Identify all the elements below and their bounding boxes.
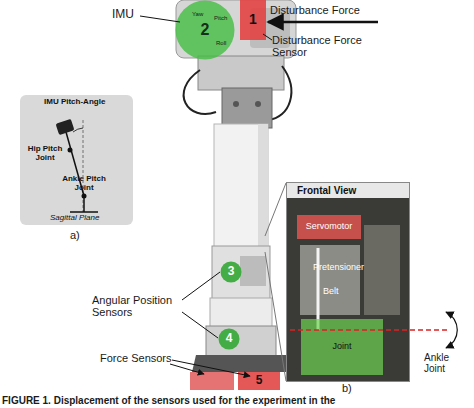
force-sensor-pad <box>190 372 234 390</box>
node-text: 4 <box>226 332 233 345</box>
cable <box>184 70 216 114</box>
node-text: 3 <box>228 265 235 278</box>
node-text: Joint <box>332 342 351 352</box>
joint-dot <box>68 148 73 153</box>
zoom-line <box>265 183 286 236</box>
annotation-label: IMU <box>112 8 134 21</box>
circle-shape <box>219 329 240 350</box>
thigh-link <box>214 124 268 248</box>
leader-arrow <box>172 360 250 376</box>
annotation-label: Ankle Joint <box>424 352 469 374</box>
screw <box>233 101 239 107</box>
screw <box>255 101 261 107</box>
photo-inset: Frontal ViewPretensionerBelt ServomotorJo… <box>286 182 410 382</box>
annotation-label: b) <box>342 382 352 394</box>
node-text: Servomotor <box>306 222 353 232</box>
vertical-reference <box>83 120 84 212</box>
photo-background <box>286 182 410 382</box>
node-text: Frontal View <box>297 185 356 196</box>
node-text: Ankle Pitch Joint <box>58 175 110 193</box>
node-text: Hip Pitch Joint <box>24 145 66 163</box>
callout-number: 1 <box>240 0 266 40</box>
leader-line <box>263 34 272 40</box>
leader-arrow <box>170 364 204 374</box>
highlight-box: Servomotor <box>297 215 361 239</box>
annotation-label: Disturbance Force <box>270 4 360 16</box>
photo-header-bar <box>286 182 410 198</box>
thigh-shade <box>258 124 268 248</box>
callout-number: 4 <box>218 328 240 350</box>
callout-number: 3 <box>220 261 242 283</box>
annotation-label: Roll <box>216 40 226 47</box>
angle-arc <box>73 128 83 132</box>
pelvis-block <box>198 56 284 90</box>
node-text: Sagittal Plane <box>50 214 99 223</box>
inset-photo <box>286 182 410 382</box>
rotation-arrow <box>446 312 457 348</box>
zoom-line <box>265 252 286 381</box>
node-text: 2 <box>201 21 210 39</box>
callout-number: 5 <box>238 372 280 390</box>
figure-caption: FIGURE 1. Displacement of the sensors us… <box>2 395 335 406</box>
annotation-label: Pitch <box>214 15 227 22</box>
imu-callout: 2 <box>175 0 235 60</box>
imu-symbol <box>56 119 75 135</box>
node-text: IMU Pitch-Angle <box>44 98 105 107</box>
annotation-label: Disturbance Force Sensor <box>272 34 377 58</box>
annotation-label: Yaw <box>192 11 203 18</box>
photo-part <box>364 225 400 315</box>
node-text: 1 <box>249 12 257 27</box>
annotation-label: Force Sensors <box>100 352 172 364</box>
leader-line <box>182 312 218 338</box>
circle-shape <box>221 262 242 283</box>
robot-leg <box>176 0 296 390</box>
node-text: 5 <box>256 374 263 387</box>
belt-line <box>317 248 320 330</box>
highlight-box: Joint <box>301 319 383 375</box>
leader-line <box>140 16 180 22</box>
circle-shape <box>176 1 235 60</box>
hip-servo <box>222 88 272 128</box>
force-arrow <box>268 21 378 24</box>
knee-servo <box>240 256 266 286</box>
ankle-block <box>206 326 276 356</box>
ground-line <box>70 211 98 213</box>
inset-panel: IMU Pitch-AngleHip Pitch JointAnkle Pitc… <box>20 95 133 225</box>
sagittal-sketch <box>56 119 98 212</box>
body-link <box>66 132 84 196</box>
leader-line <box>182 272 220 300</box>
shin-link <box>210 298 272 328</box>
knee-bracket <box>212 246 270 300</box>
joint-dot <box>82 194 87 199</box>
foot-plate <box>192 355 290 372</box>
node-text: Belt <box>323 287 339 297</box>
annotation-label: Angular Position Sensors <box>92 294 192 318</box>
joint-axis <box>290 329 448 331</box>
annotation-label: a) <box>70 229 80 241</box>
node-text: Pretensioner <box>313 263 364 273</box>
ground-post <box>83 196 85 212</box>
photo-part <box>300 245 360 315</box>
